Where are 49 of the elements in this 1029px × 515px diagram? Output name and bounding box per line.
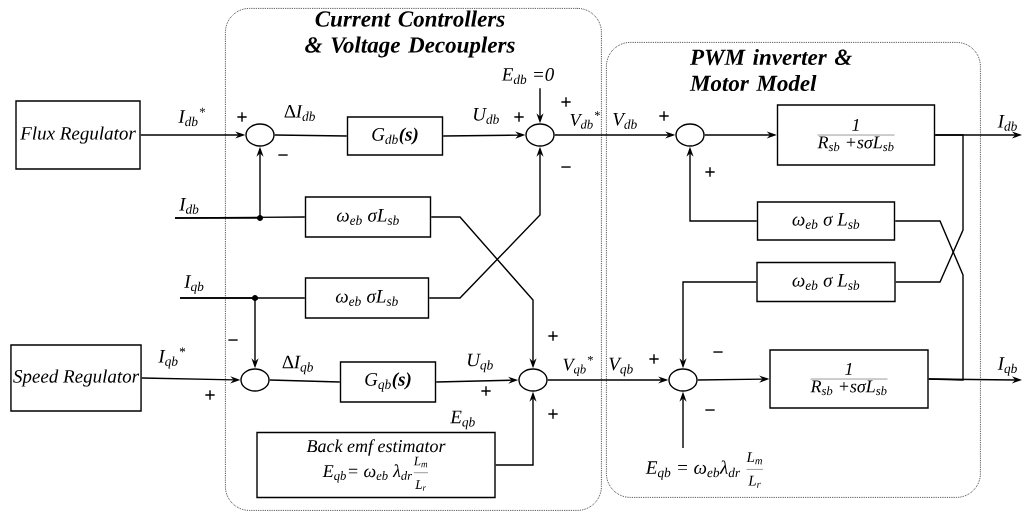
edge-label: ∆I$_{qb}$ (281, 354, 315, 376)
connector-line (894, 220, 964, 381)
connector-line (174, 216, 306, 219)
sign-label: + (659, 111, 669, 121)
signal-label: I$_{db}$ (179, 197, 199, 214)
signal-label: E$_{db}$ =0 (501, 68, 554, 85)
block-box: Back emf estimator E$_{qb}$= ω$_{eb}$ λ$_{dr}$ L$_{m}$ L$_{r}$ (256, 431, 496, 499)
block-box: ω$_{eb}$ σ L$_{sb}$ (756, 261, 896, 303)
sign-label: + (205, 390, 215, 400)
block-box: Speed Regulator (10, 344, 142, 412)
connector-line (895, 134, 964, 283)
signal-label: E$_{qb}$ = ω$_{eb}$λ$_{dr}$ L$_{m}$ L$_{r}$ (645, 452, 764, 488)
edge-label: I$_{qb}$* (157, 346, 187, 370)
sign-label: + (705, 167, 715, 177)
sign-label: + (561, 97, 571, 107)
edge-label: U$_{qb}$ (465, 352, 495, 374)
edge-label: V$_{qb}$ (607, 356, 635, 378)
signal-label: I$_{qb}$ (184, 275, 204, 294)
sign-label: + (548, 409, 558, 419)
sign-label: − (228, 339, 238, 341)
signal-label: I$_{db}$ (997, 114, 1017, 131)
sign-label: − (713, 351, 723, 353)
signal-label: V$_{qb}$* (563, 356, 593, 376)
block-box: Flux Regulator (15, 100, 141, 170)
block-box: G$_{qb}$(s) (339, 361, 437, 403)
edge-label: U$_{db}$ (471, 107, 501, 125)
connector-line (179, 297, 306, 299)
sign-label: + (481, 386, 491, 396)
sign-label: + (514, 112, 524, 122)
signal-label: I$_{qb}$ (997, 357, 1017, 376)
block-box: ω$_{eb}$ σL$_{sb}$ (304, 277, 430, 319)
sign-label: + (237, 112, 247, 122)
signal-label: V$_{db}$* (570, 111, 600, 129)
edge-label: I$_{db}$* (177, 106, 207, 128)
sign-label: + (548, 331, 558, 341)
block-box: 1 R$_{sb}$ +sσL$_{sb}$ (776, 104, 936, 166)
block-box: ω$_{eb}$ σL$_{sb}$ (304, 196, 432, 238)
sign-label: − (561, 166, 571, 168)
block-box: G$_{db}$(s) (346, 116, 444, 156)
connector-line (269, 379, 341, 383)
block-box: 1 R$_{sb}$ +sσL$_{sb}$ (769, 349, 929, 409)
edge-label: E$_{qb}$ (449, 409, 477, 431)
edge-label: ∆I$_{db}$ (283, 104, 317, 122)
connector-line (274, 134, 348, 137)
sign-label: − (278, 154, 288, 156)
sign-label: − (705, 409, 715, 411)
edge-label: V$_{db}$ (611, 112, 639, 130)
sign-label: + (649, 354, 659, 364)
block-box: ω$_{eb}$ σ L$_{sb}$ (756, 201, 896, 241)
